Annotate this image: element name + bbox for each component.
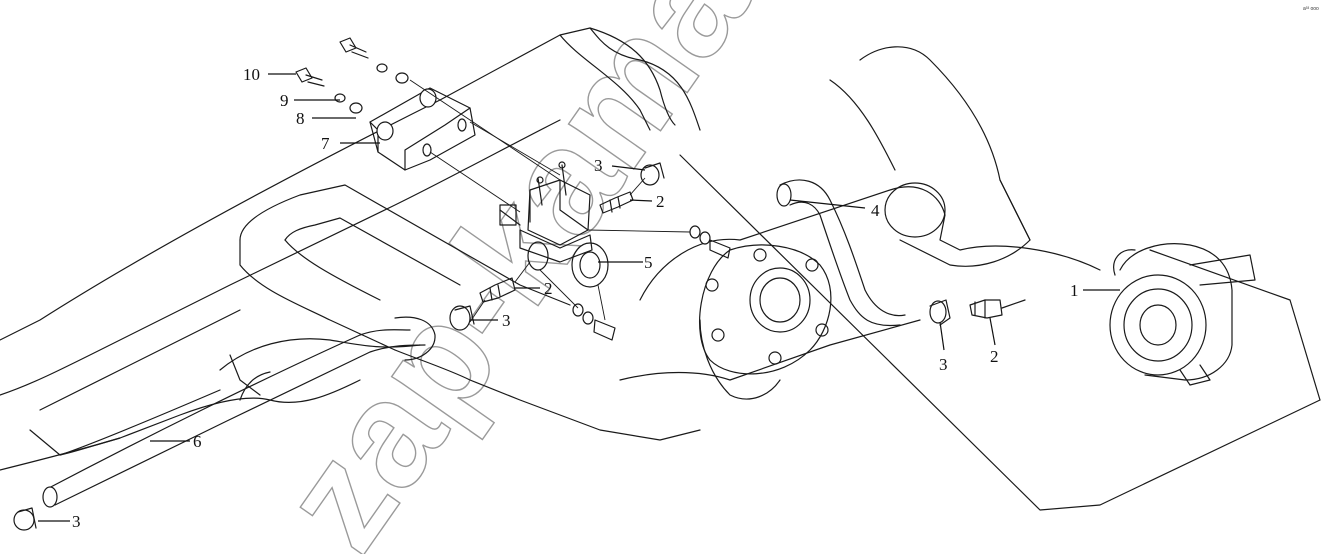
callout-2-right: 2 — [990, 347, 999, 366]
watermark-text: zap-kamaz.ru — [249, 0, 932, 554]
corner-mark: a³³ ooo — [1303, 6, 1319, 12]
fitting-2-lower — [479, 277, 516, 303]
callout-4: 4 — [871, 201, 880, 220]
fitting-2-right — [969, 299, 1026, 319]
clamp-3-mid — [449, 305, 475, 331]
clamp-3-lower — [13, 507, 37, 531]
bolt-10 — [295, 67, 363, 114]
callout-8: 8 — [296, 109, 305, 128]
callout-1: 1 — [1070, 281, 1079, 300]
callout-2-lower: 2 — [544, 279, 553, 298]
hose-4 — [776, 179, 906, 327]
bracket-7 — [369, 87, 476, 171]
bolt-upper — [339, 37, 409, 84]
clamp-3-upper — [640, 162, 665, 186]
rear-housing — [829, 46, 1031, 267]
callout-7: 7 — [321, 134, 330, 153]
bolt-below-valve — [572, 303, 616, 341]
callout-2-upper: 2 — [656, 192, 665, 211]
leader-lines — [38, 73, 1120, 522]
clamp-3-right — [929, 299, 951, 326]
cross-member-plate — [239, 184, 701, 441]
callout-3-upper: 3 — [594, 156, 603, 175]
callout-3-right: 3 — [939, 355, 948, 374]
callout-labels: 10 9 8 7 3 2 5 2 3 6 3 4 1 3 2 — [72, 65, 1079, 531]
callout-10: 10 — [243, 65, 260, 84]
brake-chamber-1 — [1109, 243, 1256, 386]
bolt-right-of-valve — [689, 225, 731, 259]
axle-housing — [619, 182, 1101, 400]
assembly-lines — [409, 79, 691, 323]
callout-5: 5 — [644, 253, 653, 272]
callout-3-mid: 3 — [502, 311, 511, 330]
callout-3-lower: 3 — [72, 512, 81, 531]
callout-6: 6 — [193, 432, 202, 451]
hose-6 — [42, 316, 436, 508]
callout-9: 9 — [280, 91, 289, 110]
